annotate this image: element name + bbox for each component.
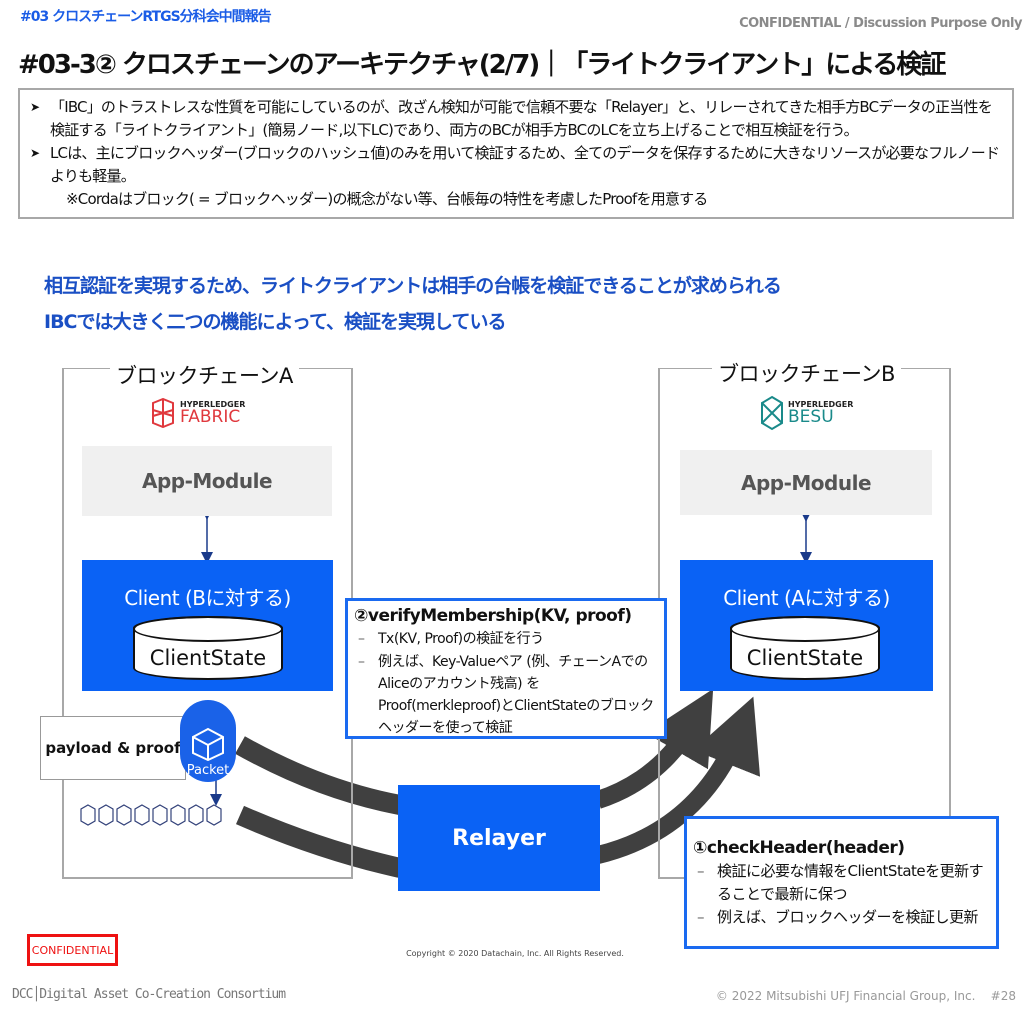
client-b-label: Client (Aに対する) bbox=[723, 586, 890, 610]
check-title: ①checkHeader(header) bbox=[693, 838, 905, 858]
verify-membership-callout: ②verifyMembership(KV, proof) Tx(KV, Proo… bbox=[345, 598, 667, 739]
logo-name: BESU bbox=[788, 407, 834, 427]
relayer-box: Relayer bbox=[398, 785, 600, 891]
arrow-bullet-icon: ➤ bbox=[30, 100, 40, 114]
client-state-b: ClientState bbox=[730, 616, 880, 680]
bullet-text: 「IBC」のトラストレスな性質を可能にしているのが、改ざん検知が可能で信頼不要な… bbox=[50, 98, 993, 139]
arrow-relayer-to-b-client-2 bbox=[595, 696, 761, 864]
verify-item: Tx(KV, Proof)の検証を行う bbox=[354, 628, 658, 651]
arrow-a-to-relayer-top bbox=[235, 736, 402, 815]
page-title: #03-3② クロスチェーンのアーキテクチャ(2/7)｜「ライトクライアント」に… bbox=[18, 50, 946, 80]
company-copyright: © 2022 Mitsubishi UFJ Financial Group, I… bbox=[715, 989, 976, 1003]
confidential-note: CONFIDENTIAL / Discussion Purpose Only bbox=[739, 16, 1022, 31]
logo-name: FABRIC bbox=[180, 407, 241, 427]
arrow-bullet-icon: ➤ bbox=[30, 146, 40, 160]
verify-item: 例えば、Key-Valueペア (例、チェーンAでのAliceのアカウント残高)… bbox=[354, 651, 658, 739]
copyright: Copyright © 2020 Datachain, Inc. All Rig… bbox=[406, 949, 624, 958]
packet-icon: Packet bbox=[180, 700, 236, 782]
page-number: #28 bbox=[990, 989, 1016, 1003]
dcc-logo: DCC│Digital Asset Co-Creation Consortium bbox=[12, 987, 286, 1002]
client-state-label: ClientState bbox=[149, 646, 267, 670]
bullet-1: ➤ 「IBC」のトラストレスな性質を可能にしているのが、改ざん検知が可能で信頼不要… bbox=[30, 96, 1002, 142]
bullet-2: ➤ LCは、主にブロックヘッダー(ブロックのハッシュ値)のみを用いて検証するため、… bbox=[30, 142, 1002, 188]
client-b: Client (Aに対する) ClientState bbox=[680, 560, 933, 691]
packet-label: Packet bbox=[186, 763, 230, 778]
bullet-text: LCは、主にブロックヘッダー(ブロックのハッシュ値)のみを用いて検証するため、全… bbox=[50, 144, 1000, 185]
check-header-callout: ①checkHeader(header) 検証に必要な情報をClientStat… bbox=[684, 816, 999, 949]
client-a-label: Client (Bに対する) bbox=[124, 586, 291, 610]
client-state-a: ClientState bbox=[133, 616, 283, 680]
client-state-label: ClientState bbox=[746, 646, 864, 670]
verify-title: ②verifyMembership(KV, proof) bbox=[354, 606, 632, 626]
lead-line-1: 相互認証を実現するため、ライトクライアントは相手の台帳を検証できることが求められ… bbox=[44, 275, 782, 297]
lead-line-2: IBCでは大きく二つの機能によって、検証を実現している bbox=[44, 311, 506, 333]
check-item: 検証に必要な情報をClientStateを更新することで最新に保つ bbox=[693, 860, 990, 906]
logo-top: HYPERLEDGER bbox=[788, 400, 854, 409]
footer-right: © 2022 Mitsubishi UFJ Financial Group, I… bbox=[716, 989, 1016, 1003]
fabric-logo-icon bbox=[152, 398, 174, 428]
besu-logo-icon bbox=[761, 395, 783, 431]
check-item: 例えば、ブロックヘッダーを検証し更新 bbox=[693, 906, 990, 929]
section-label: #03 クロスチェーンRTGS分科会中間報告 bbox=[20, 9, 272, 25]
arrow-relayer-to-b-client-1 bbox=[595, 688, 714, 809]
app-module-b: App-Module bbox=[680, 450, 932, 515]
bullet-note: ※Cordaはブロック( = ブロックヘッダー)の概念がない等、台帳毎の特性を考… bbox=[66, 190, 708, 208]
blockchain-a-title: ブロックチェーンA bbox=[110, 360, 299, 390]
confidential-stamp: CONFIDENTIAL bbox=[27, 934, 118, 966]
app-module-a: App-Module bbox=[82, 446, 332, 516]
arrow-a-to-relayer-bottom bbox=[235, 805, 403, 878]
block-chain-icon bbox=[80, 804, 222, 826]
payload-callout: payload & proof bbox=[40, 716, 186, 780]
client-a: Client (Bに対する) ClientState bbox=[82, 560, 333, 691]
summary-box: ➤ 「IBC」のトラストレスな性質を可能にしているのが、改ざん検知が可能で信頼不要… bbox=[18, 88, 1014, 219]
blockchain-b-title: ブロックチェーンB bbox=[712, 358, 901, 388]
logo-top: HYPERLEDGER bbox=[180, 400, 246, 409]
